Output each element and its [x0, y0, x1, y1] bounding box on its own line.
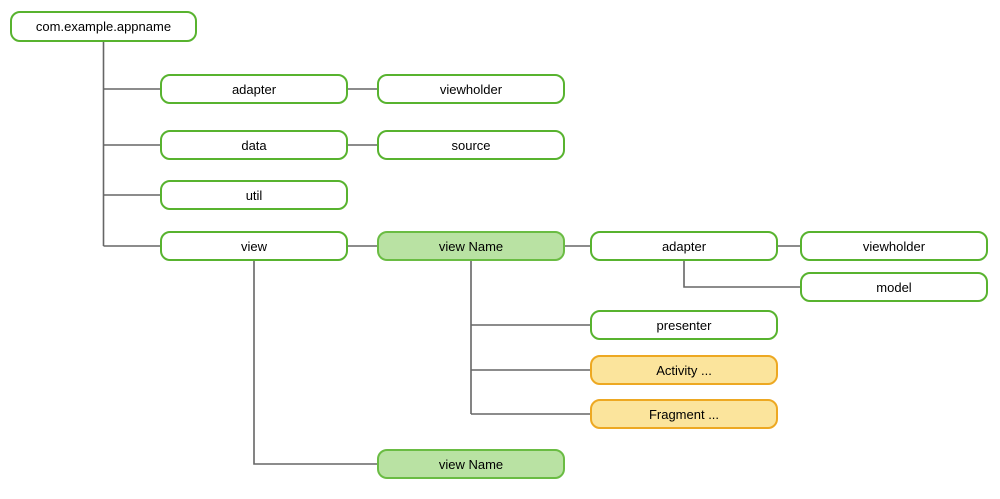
- node-model[interactable]: model: [800, 272, 988, 302]
- node-view-name-2[interactable]: view Name: [377, 449, 565, 479]
- edge-view-viewname2: [253, 261, 377, 465]
- node-presenter[interactable]: presenter: [590, 310, 778, 340]
- node-label: adapter: [231, 81, 277, 97]
- node-root-package[interactable]: com.example.appname: [10, 11, 197, 42]
- node-view-name-1[interactable]: view Name: [377, 231, 565, 261]
- node-source[interactable]: source: [377, 130, 565, 160]
- node-label: Fragment ...: [648, 406, 720, 422]
- node-label: util: [245, 187, 263, 203]
- node-adapter-1[interactable]: adapter: [160, 74, 348, 104]
- node-label: presenter: [656, 317, 712, 333]
- node-label: viewholder: [862, 238, 926, 254]
- node-label: view: [240, 238, 267, 254]
- node-viewholder-1[interactable]: viewholder: [377, 74, 565, 104]
- node-util[interactable]: util: [160, 180, 348, 210]
- node-label: com.example.appname: [35, 19, 172, 34]
- edge-adapter2-model: [683, 261, 800, 288]
- node-adapter-2[interactable]: adapter: [590, 231, 778, 261]
- node-activity[interactable]: Activity ...: [590, 355, 778, 385]
- node-label: source: [451, 137, 491, 153]
- node-label: viewholder: [439, 81, 503, 97]
- node-label: view Name: [438, 456, 504, 472]
- node-label: adapter: [661, 238, 707, 254]
- node-label: Activity ...: [656, 362, 712, 378]
- node-data[interactable]: data: [160, 130, 348, 160]
- node-view[interactable]: view: [160, 231, 348, 261]
- node-label: model: [876, 279, 912, 295]
- node-label: data: [241, 137, 267, 153]
- node-fragment[interactable]: Fragment ...: [590, 399, 778, 429]
- node-label: view Name: [438, 238, 504, 254]
- node-viewholder-2[interactable]: viewholder: [800, 231, 988, 261]
